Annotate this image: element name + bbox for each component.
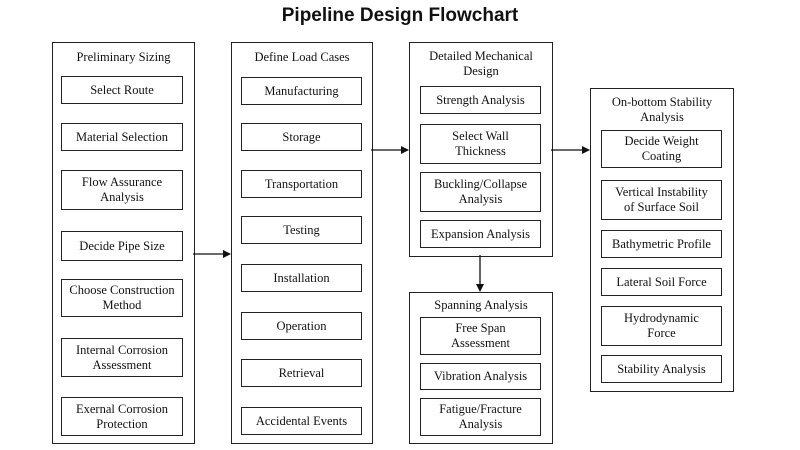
stability-analysis-box: Stability Analysis xyxy=(601,355,722,383)
external-corrosion-box: Exernal Corrosion Protection xyxy=(61,397,183,436)
weight-coating-box: Decide Weight Coating xyxy=(601,130,722,168)
free-span-box: Free Span Assessment xyxy=(420,317,541,355)
retrieval-box: Retrieval xyxy=(241,359,362,387)
select-route-box: Select Route xyxy=(61,76,183,104)
buckling-collapse-box: Buckling/Collapse Analysis xyxy=(420,172,541,212)
transportation-box: Transportation xyxy=(241,170,362,198)
operation-box: Operation xyxy=(241,312,362,340)
storage-box: Storage xyxy=(241,123,362,151)
strength-analysis-box: Strength Analysis xyxy=(420,86,541,114)
manufacturing-box: Manufacturing xyxy=(241,77,362,105)
mechanical-design-title: Detailed Mechanical Design xyxy=(429,49,533,78)
preliminary-sizing-title: Preliminary Sizing xyxy=(76,50,171,64)
installation-box: Installation xyxy=(241,264,362,292)
stability-analysis-title: On-bottom Stability Analysis xyxy=(611,95,713,124)
flow-assurance-box: Flow Assurance Analysis xyxy=(61,170,183,210)
construction-method-box: Choose Construction Method xyxy=(61,279,183,317)
vertical-instability-box: Vertical Instability of Surface Soil xyxy=(601,180,722,220)
lateral-soil-force-box: Lateral Soil Force xyxy=(601,268,722,296)
testing-box: Testing xyxy=(241,216,362,244)
material-selection-box: Material Selection xyxy=(61,123,183,151)
accidental-events-box: Accidental Events xyxy=(241,407,362,435)
decide-pipe-size-box: Decide Pipe Size xyxy=(61,231,183,261)
vibration-analysis-box: Vibration Analysis xyxy=(420,363,541,390)
hydrodynamic-force-box: Hydrodynamic Force xyxy=(601,306,722,346)
load-cases-title: Define Load Cases xyxy=(254,50,350,64)
page-title: Pipeline Design Flowchart xyxy=(281,5,519,26)
select-wall-thickness-box: Select Wall Thickness xyxy=(420,124,541,164)
fatigue-fracture-box: Fatigue/Fracture Analysis xyxy=(420,398,541,436)
expansion-analysis-box: Expansion Analysis xyxy=(420,220,541,248)
internal-corrosion-box: Internal Corrosion Assessment xyxy=(61,338,183,377)
bathymetric-profile-box: Bathymetric Profile xyxy=(601,230,722,258)
spanning-analysis-title: Spanning Analysis xyxy=(434,298,528,312)
